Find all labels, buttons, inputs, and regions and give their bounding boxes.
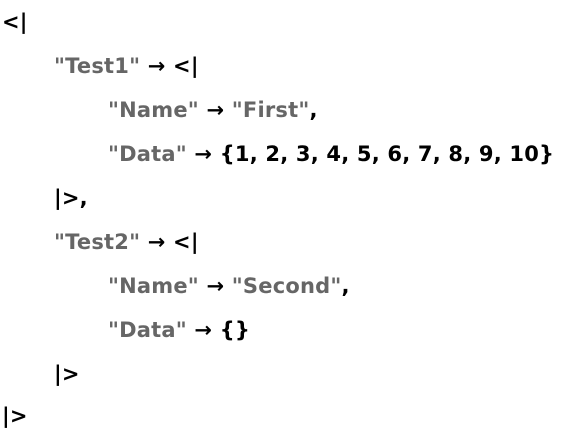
separator-comma: , (341, 274, 350, 298)
field-data-line: "Data" → {} (0, 308, 250, 352)
open-association-bracket: <| (2, 10, 28, 34)
separator-comma: , (309, 98, 318, 122)
close-association-bracket: |> (54, 362, 80, 386)
open-association-bracket: <| (173, 54, 199, 78)
field-data-line: "Data" → {1, 2, 3, 4, 5, 6, 7, 8, 9, 10} (0, 132, 554, 176)
association-close-outer: |> (0, 394, 28, 438)
rule-arrow: → (194, 318, 213, 342)
entry-test2-line: "Test2" → <| (0, 220, 199, 264)
association-close: |> (0, 352, 80, 396)
field-key-name: "Name" (108, 274, 199, 298)
field-value-data-list: {} (219, 318, 251, 342)
rule-arrow: → (194, 142, 213, 166)
association-open: <| (0, 0, 28, 44)
rule-arrow: → (147, 54, 166, 78)
association-close-comma: |>, (0, 176, 88, 220)
field-key-data: "Data" (108, 318, 187, 342)
field-value-data-list: {1, 2, 3, 4, 5, 6, 7, 8, 9, 10} (219, 142, 555, 166)
field-key-data: "Data" (108, 142, 187, 166)
field-name-line: "Name" → "Second", (0, 264, 350, 308)
open-association-bracket: <| (173, 230, 199, 254)
close-association-bracket: |> (2, 404, 28, 428)
field-key-name: "Name" (108, 98, 199, 122)
field-value-name: "Second" (231, 274, 342, 298)
entry-key-test2: "Test2" (54, 230, 141, 254)
field-name-line: "Name" → "First", (0, 88, 318, 132)
rule-arrow: → (147, 230, 166, 254)
rule-arrow: → (206, 274, 225, 298)
close-association-bracket: |>, (54, 186, 88, 210)
field-value-name: "First" (231, 98, 310, 122)
entry-test1-line: "Test1" → <| (0, 44, 199, 88)
rule-arrow: → (206, 98, 225, 122)
entry-key-test1: "Test1" (54, 54, 141, 78)
